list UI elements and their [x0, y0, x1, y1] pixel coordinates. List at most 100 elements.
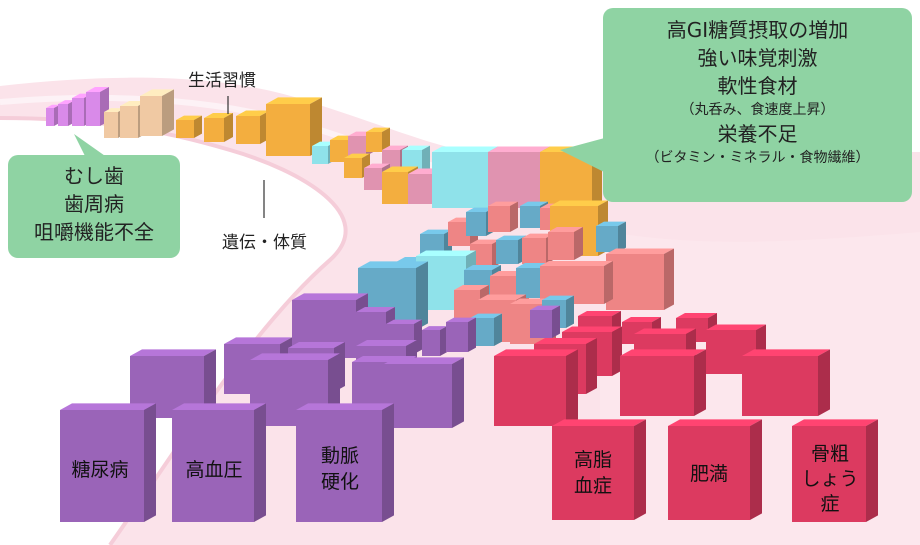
cube-violet-3-top [86, 87, 109, 92]
callout-soft-food-note: （丸呑み、食速度上昇） [680, 102, 835, 118]
cube-purple-73-front [60, 410, 144, 522]
cube-purple-74-front [172, 410, 254, 522]
cube-salmon-34-front [522, 238, 546, 264]
cube-salmon-42-top [540, 261, 581, 266]
cube-orange-19-front [382, 172, 408, 204]
cube-salmon-42-front [540, 266, 572, 302]
cube-pink-18-top [364, 163, 390, 168]
cube-orange-19-top [382, 166, 418, 172]
cube-purple-73-side [144, 403, 156, 522]
cube-purple-59-top [130, 349, 216, 356]
cube-salmon-27-side [510, 201, 518, 232]
cube-peach-6-front [140, 96, 162, 136]
cube-purple-54-top [446, 317, 476, 322]
label-arteriosclerosis-1: 動脈 [321, 445, 359, 467]
cube-crimson-66-side [612, 326, 622, 376]
cube-crimson-63-top [578, 311, 621, 316]
cube-salmon-46-top [478, 294, 526, 300]
cube-peach-4-top [104, 108, 125, 112]
cube-crimson-77-side [750, 419, 762, 520]
cube-orange-7-front [176, 120, 194, 138]
cube-cyan-11-front [312, 146, 328, 164]
cubes-layer [46, 87, 878, 522]
label-hyperlipidemia-1: 高脂 [574, 449, 612, 471]
cube-salmon-36-front [606, 254, 664, 310]
cube-orange-9-top [236, 110, 270, 116]
label-osteoporosis-3: 症 [820, 493, 839, 515]
cube-salmon-43-top [570, 261, 613, 266]
cube-teal-49-side [566, 295, 574, 328]
cube-purple-55-front [530, 310, 552, 338]
cube-purple-55-top [530, 305, 560, 310]
cube-crimson-72-side [566, 349, 578, 426]
cube-crimson-71-side [818, 349, 830, 416]
cube-crimson-64-top [622, 317, 661, 322]
cube-teal-47-top [470, 313, 502, 318]
cube-cyan-21-front [432, 152, 488, 208]
cube-teal-31-side [618, 221, 626, 252]
cube-purple-74-side [254, 403, 266, 522]
cube-orange-17-front [344, 158, 362, 178]
cube-salmon-36-top [606, 248, 674, 254]
cube-teal-44-top [358, 261, 428, 268]
cube-violet-0-front [46, 108, 54, 126]
cube-purple-75-side [382, 403, 394, 522]
cube-purple-52-top [386, 319, 422, 324]
cube-purple-73-top [60, 403, 156, 410]
cube-purple-54-side [468, 317, 476, 352]
cube-cyan-38-front [416, 256, 466, 310]
cube-teal-44-side [416, 261, 428, 330]
cube-pink-15-top [382, 145, 408, 150]
cube-purple-51-top [356, 307, 395, 312]
cube-purple-62-front [384, 364, 452, 428]
cube-pink-13-front [348, 136, 366, 156]
callout-malnutrition-note: （ビタミン・ミネラル・食物繊維） [645, 150, 870, 166]
cube-teal-39-top [464, 265, 501, 270]
cube-salmon-45-front [454, 290, 480, 320]
cube-crimson-72-top [494, 349, 578, 356]
cube-teal-26-front [466, 212, 486, 236]
cube-purple-74-top [172, 403, 266, 410]
cube-violet-2-front [72, 98, 84, 126]
cube-purple-50-top [292, 293, 368, 300]
cube-teal-26-top [466, 207, 494, 212]
cube-crimson-69-top [534, 337, 597, 344]
cube-teal-24-top [420, 229, 452, 234]
callout-caries: むし歯 [64, 164, 124, 188]
cube-orange-8-front [204, 118, 224, 142]
cube-crimson-70-front [620, 356, 694, 416]
cube-pink-20-front [408, 174, 432, 204]
genetics-label: 遺伝・体質 [222, 233, 307, 253]
cube-orange-10-top [266, 97, 322, 104]
cube-crimson-76-front [552, 426, 634, 520]
cube-salmon-34-top [522, 233, 554, 238]
cube-peach-6-side [162, 89, 174, 136]
callout-mastication: 咀嚼機能不全 [34, 220, 154, 244]
cube-orange-12-front [330, 140, 348, 162]
label-arteriosclerosis-2: 硬化 [321, 471, 359, 493]
cube-salmon-43-front [570, 266, 604, 304]
callout-high-gi: 高GI糖質摂取の増加 [666, 18, 849, 42]
cube-crimson-77-front [668, 426, 750, 520]
cube-purple-51-front [356, 312, 386, 346]
cube-purple-53-front [422, 330, 440, 356]
cube-crimson-76-top [552, 419, 646, 426]
cube-pink-22-front [488, 152, 540, 208]
cube-cyan-16-top [402, 145, 430, 150]
cube-orange-7-top [176, 115, 202, 120]
cube-orange-8-top [204, 113, 233, 118]
cube-teal-33-front [496, 240, 518, 264]
cube-teal-31-top [596, 221, 626, 226]
cube-violet-1-front [58, 104, 68, 126]
cube-cyan-38-top [416, 250, 476, 256]
cube-orange-8-side [224, 113, 233, 142]
cube-cyan-16-side [422, 145, 430, 174]
cube-orange-30-top [550, 200, 608, 206]
cube-orange-23-front [540, 152, 592, 206]
cube-crimson-68-top [706, 324, 766, 330]
label-hyperlipidemia-2: 血症 [574, 475, 612, 497]
cube-purple-54-front [446, 322, 468, 352]
cube-teal-33-top [496, 235, 526, 240]
cube-crimson-67-top [634, 328, 696, 334]
